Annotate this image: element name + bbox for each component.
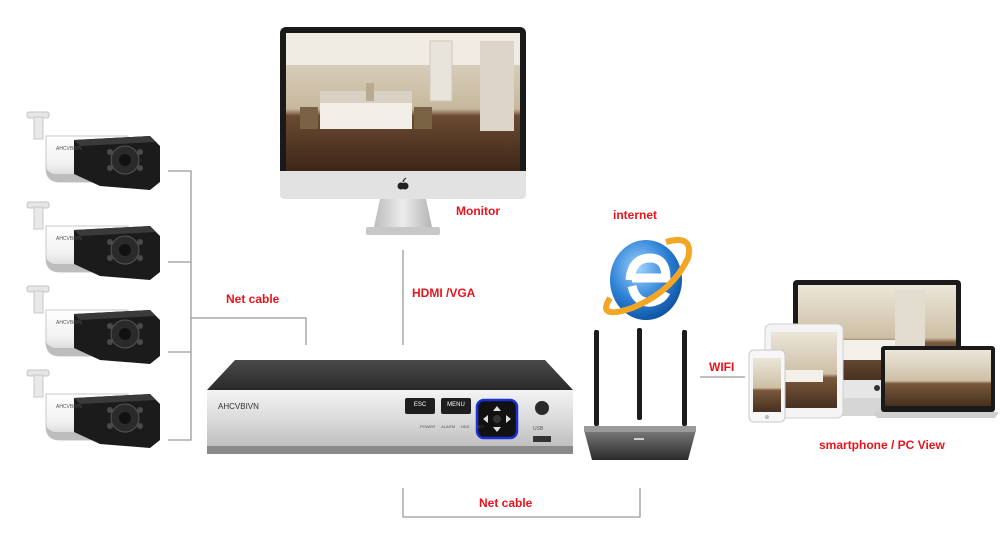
status-hdd-label: HDD bbox=[461, 424, 470, 429]
esc-button[interactable]: ESC bbox=[405, 402, 435, 408]
bullet-camera-icon bbox=[27, 112, 160, 190]
smartphone-pc-view-label: smartphone / PC View bbox=[819, 438, 945, 452]
second-laptop-icon bbox=[873, 346, 999, 418]
smartphone-icon bbox=[749, 350, 785, 422]
internet-explorer-icon bbox=[602, 228, 694, 324]
nvr-status-indicators: POWER ALARM HDD NET bbox=[420, 424, 484, 429]
net-cable-left-label: Net cable bbox=[226, 292, 279, 306]
status-net-label: NET bbox=[476, 424, 484, 429]
net-cable-bottom-label: Net cable bbox=[479, 496, 532, 510]
status-alarm-label: ALARM bbox=[441, 424, 455, 429]
bullet-camera-icon bbox=[27, 286, 160, 364]
nvr-brand-label: AHCVBIVN bbox=[218, 402, 259, 411]
devices-group bbox=[745, 276, 1000, 426]
wifi-router-icon bbox=[578, 328, 702, 466]
nvr-device-icon bbox=[205, 360, 577, 462]
monitor-label: Monitor bbox=[456, 204, 500, 218]
usb-port-label: USB bbox=[533, 426, 543, 432]
hdmi-vga-label: HDMI /VGA bbox=[412, 286, 475, 300]
wifi-label: WIFI bbox=[709, 360, 734, 374]
camera-group: AHCVBIVN bbox=[0, 0, 180, 470]
bullet-camera-icon bbox=[27, 370, 160, 448]
internet-label: internet bbox=[613, 208, 657, 222]
menu-button[interactable]: MENU bbox=[441, 402, 471, 408]
status-power-label: POWER bbox=[420, 424, 435, 429]
bullet-camera-icon bbox=[27, 202, 160, 280]
